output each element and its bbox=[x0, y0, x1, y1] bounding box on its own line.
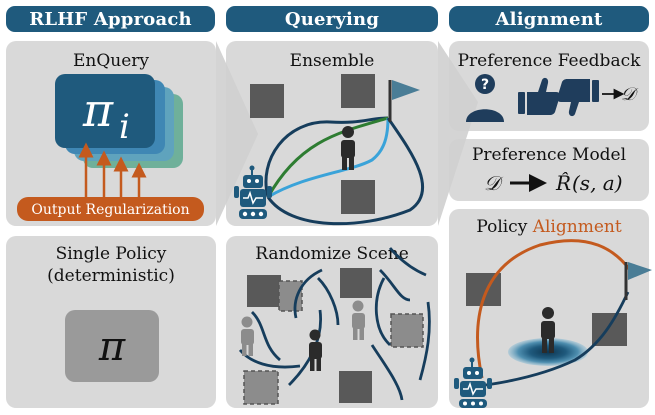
policy-alignment-prefix: Policy bbox=[476, 217, 528, 237]
preference-model-title: Preference Model bbox=[471, 145, 627, 165]
policy-alignment-title: Policy Alignment bbox=[449, 217, 649, 237]
panel-preference-feedback: Preference Feedback bbox=[449, 41, 649, 131]
single-policy-subtitle: (deterministic) bbox=[47, 266, 175, 286]
enquery-title: EnQuery bbox=[72, 51, 150, 71]
panel-policy-alignment: Policy Alignment bbox=[449, 209, 649, 408]
header-rlhf-approach: RLHF Approach bbox=[6, 6, 215, 32]
panel-randomize-scene: Randomize Scene bbox=[226, 236, 438, 408]
panel-enquery: EnQuery bbox=[6, 41, 216, 226]
single-policy-title: Single Policy bbox=[55, 244, 167, 264]
panel-ensemble: Ensemble bbox=[226, 41, 438, 226]
randomize-scene-title: Randomize Scene bbox=[255, 244, 409, 264]
panel-single-policy: Single Policy (deterministic) bbox=[6, 236, 216, 408]
panel-preference-model: Preference Model bbox=[449, 139, 649, 201]
ensemble-title: Ensemble bbox=[289, 51, 375, 71]
preference-feedback-title: Preference Feedback bbox=[457, 51, 641, 71]
header-alignment: Alignment bbox=[449, 6, 649, 32]
header-querying: Querying bbox=[226, 6, 438, 32]
policy-alignment-highlight: Alignment bbox=[532, 217, 622, 237]
